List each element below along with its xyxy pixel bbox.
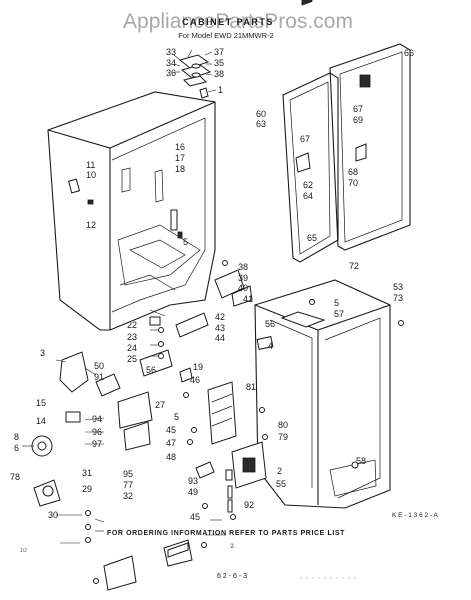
callout-41: 41 — [243, 294, 253, 304]
cabinet-shell — [47, 91, 216, 331]
callout-45: 45 — [166, 425, 176, 435]
callout-67-right: 67 — [353, 104, 363, 114]
callout-44: 44 — [215, 333, 225, 343]
door-gasket-frames — [282, 0, 411, 263]
callout-48: 48 — [166, 452, 176, 462]
page-mark: 2 — [230, 544, 234, 550]
callout-5-right: 5 — [334, 298, 339, 308]
callout-8: 8 — [14, 432, 19, 442]
callout-64: 64 — [303, 191, 313, 201]
callout-31: 31 — [82, 468, 92, 478]
callout-5-mid: 5 — [174, 412, 179, 422]
callout-29: 29 — [82, 484, 92, 494]
ordering-note: FOR ORDERING INFORMATION REFER TO PARTS … — [107, 530, 345, 537]
callout-56-right: 56 — [265, 319, 275, 329]
callout-72: 72 — [349, 261, 359, 271]
callout-97: 97 — [92, 439, 102, 449]
callout-27: 27 — [155, 400, 165, 410]
callout-17: 17 — [175, 153, 185, 163]
callout-50: 50 — [94, 361, 104, 371]
corner-mark: 1/2 — [20, 548, 27, 554]
callout-58: 58 — [356, 456, 366, 466]
callout-56-left: 56 — [146, 365, 156, 375]
drawing-code: K E - 1 3 6 2 - A — [392, 512, 439, 519]
callout-10: 10 — [86, 170, 96, 180]
callout-14: 14 — [36, 416, 46, 426]
callout-6: 6 — [14, 443, 19, 453]
callout-65: 65 — [307, 233, 317, 243]
callout-63: 63 — [256, 119, 266, 129]
callout-40: 40 — [238, 283, 248, 293]
callout-43: 43 — [215, 323, 225, 333]
callout-30: 30 — [48, 510, 58, 520]
callout-55: 55 — [276, 479, 286, 489]
callout-33: 33 — [166, 47, 176, 57]
callout-38-lower: 38 — [238, 262, 248, 272]
callout-96: 96 — [92, 427, 102, 437]
callout-2: 2 — [277, 466, 282, 476]
top-hinge-assembly — [173, 49, 217, 99]
callout-79: 79 — [278, 432, 288, 442]
callout-73: 73 — [393, 293, 403, 303]
callout-18: 18 — [175, 164, 185, 174]
callout-81: 81 — [246, 382, 256, 392]
callout-4: 4 — [268, 341, 273, 351]
callout-3: 3 — [40, 348, 45, 358]
callout-22: 22 — [127, 320, 137, 330]
callout-49: 49 — [188, 487, 198, 497]
callout-24: 24 — [127, 343, 137, 353]
callout-57: 57 — [334, 309, 344, 319]
callout-45-lower: 45 — [190, 512, 200, 522]
callout-15: 15 — [36, 398, 46, 408]
fresh-food-liner — [254, 279, 391, 509]
callout-labels: 33 34 36 37 35 38 1 66 60 63 67 67 69 16… — [10, 47, 414, 522]
hardware-cluster — [22, 269, 267, 591]
callout-34: 34 — [166, 58, 176, 68]
callout-92: 92 — [244, 500, 254, 510]
callout-93: 93 — [188, 476, 198, 486]
callout-1: 1 — [218, 85, 223, 95]
callout-11: 11 — [86, 160, 95, 170]
callout-36: 36 — [166, 68, 176, 78]
callout-47: 47 — [166, 438, 176, 448]
model-subtitle: For Model EWD 21MMWR-2 — [178, 31, 273, 40]
callout-60: 60 — [256, 109, 266, 119]
callout-94: 94 — [92, 414, 102, 424]
callout-67-left: 67 — [300, 134, 310, 144]
callout-46: 46 — [190, 375, 200, 385]
callout-91: 91 — [94, 372, 104, 382]
callout-23: 23 — [127, 332, 137, 342]
diagram-title: CABINET PARTS — [182, 17, 274, 27]
callout-53: 53 — [393, 282, 403, 292]
callout-35: 35 — [214, 58, 224, 68]
callout-69: 69 — [353, 115, 363, 125]
callout-66: 66 — [404, 48, 414, 58]
callout-19: 19 — [193, 362, 203, 372]
callout-68: 68 — [348, 167, 358, 177]
screws — [85, 260, 404, 584]
callout-78: 78 — [10, 472, 20, 482]
callout-38: 38 — [214, 69, 224, 79]
callout-12: 12 — [86, 220, 96, 230]
bottom-code: 6 2 - 6 - 3 — [217, 573, 247, 580]
callout-62: 62 — [303, 180, 313, 190]
callout-80: 80 — [278, 420, 288, 430]
callout-95: 95 — [123, 469, 133, 479]
callout-16: 16 — [175, 142, 185, 152]
callout-42: 42 — [215, 312, 225, 322]
callout-25: 25 — [127, 354, 137, 364]
callout-70: 70 — [348, 178, 358, 188]
callout-5-upper: 5 — [183, 237, 188, 247]
watermark-text: AppliancePartsPros.com — [123, 10, 353, 33]
callout-77: 77 — [123, 480, 133, 490]
callout-32: 32 — [123, 491, 133, 501]
callout-37: 37 — [214, 47, 224, 57]
callout-39: 39 — [238, 273, 248, 283]
